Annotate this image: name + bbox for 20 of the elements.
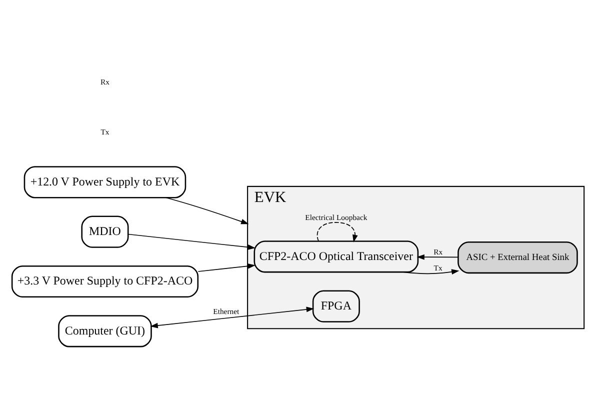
edge-label: Rx: [434, 247, 443, 256]
edge-label: Tx: [434, 264, 442, 273]
arrow: [416, 254, 459, 260]
arrow: [150, 306, 314, 328]
node-box: CFP2-ACO Optical Transceiver: [254, 240, 419, 273]
edge-label: Ethernet: [213, 307, 240, 316]
arrow: [128, 234, 256, 250]
edge-label: Electrical Loopback: [305, 213, 368, 222]
arrow: [316, 222, 358, 242]
node-box: +12.0 V Power Supply to EVK: [24, 166, 186, 198]
arrow: [198, 263, 256, 272]
node-box: +3.3 V Power Supply to CFP2-ACO: [11, 265, 199, 298]
label: Rx: [100, 78, 110, 87]
arrow: [402, 269, 460, 275]
label: Tx: [100, 127, 110, 136]
node-box: FPGA: [312, 290, 360, 322]
node-box: Computer (GUI): [58, 315, 152, 348]
node-box: ASIC + External Heat Sink: [458, 241, 578, 274]
arrow: [166, 197, 249, 224]
node-box: MDIO: [81, 216, 129, 248]
